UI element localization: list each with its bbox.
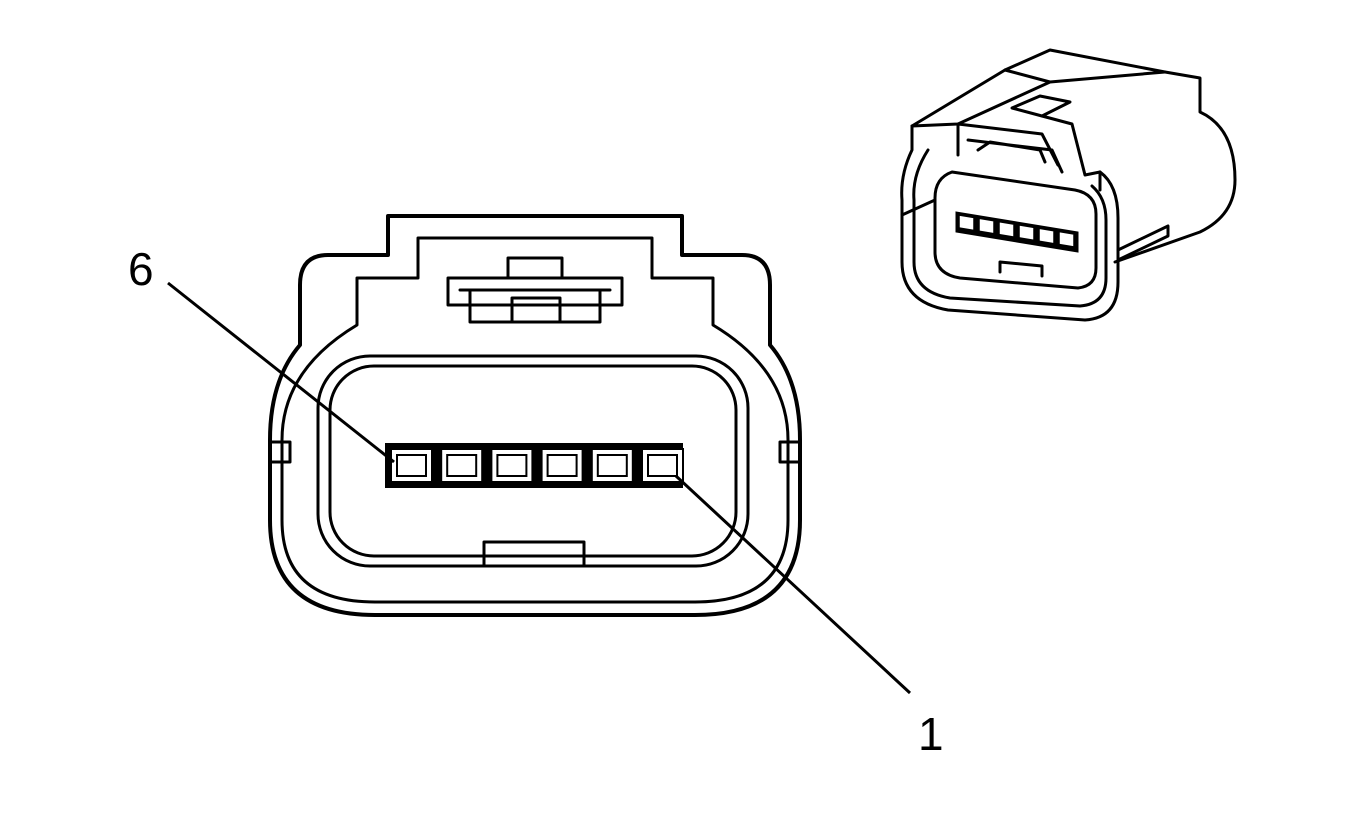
terminal-face-outer (316, 354, 750, 568)
iso-pin-cavity-3 (1018, 224, 1035, 242)
iso-bottom-key (998, 260, 1044, 278)
pin-cavity-strip (385, 443, 684, 488)
pin-cavity-inner-2 (596, 454, 628, 477)
iso-front-housing-inner (912, 148, 1108, 308)
iso-front-housing-outer (900, 124, 1120, 322)
callout-label-pin-1: 1 (918, 708, 944, 760)
pin-cavity-inner-3 (546, 454, 578, 477)
iso-left-fin (900, 198, 937, 217)
iso-pin-cavity-4 (998, 220, 1015, 238)
iso-top-hole (1010, 94, 1072, 118)
pin-cavity-inner-5 (446, 454, 478, 477)
terminal-face-inner (328, 364, 738, 558)
iso-terminal-face (933, 170, 1098, 290)
latch-top-block (506, 256, 564, 280)
iso-latch-inner (966, 138, 1064, 174)
iso-pin-cavity-5 (978, 217, 995, 235)
right-side-notch (778, 440, 802, 464)
connector-isometric-view (900, 48, 1237, 322)
pin-cavity-inner-1 (647, 454, 678, 477)
latch-ribs (458, 288, 612, 324)
latch-body (446, 276, 624, 307)
leader-line-pin-6 (167, 281, 395, 464)
polarization-key (482, 540, 586, 568)
iso-pin-cavity-strip (955, 211, 1079, 253)
left-side-notch (268, 440, 292, 464)
iso-pin-cavity-6 (958, 214, 975, 232)
iso-back-body (1003, 48, 1237, 264)
housing-outer-outline (268, 214, 802, 617)
pin-cavity-inner-4 (496, 454, 528, 477)
leader-lines (167, 281, 912, 695)
housing-inner-outline (280, 236, 790, 604)
iso-pin-cavity-1 (1058, 230, 1075, 248)
pin-cavity-inner-6 (396, 454, 427, 477)
connector-front-view (268, 214, 802, 617)
callout-label-pin-6: 6 (128, 243, 154, 295)
iso-latch-frame (956, 114, 1102, 192)
iso-side-slot (1116, 224, 1170, 262)
leader-line-pin-1 (674, 474, 912, 695)
iso-pin-cavity-2 (1038, 227, 1055, 245)
